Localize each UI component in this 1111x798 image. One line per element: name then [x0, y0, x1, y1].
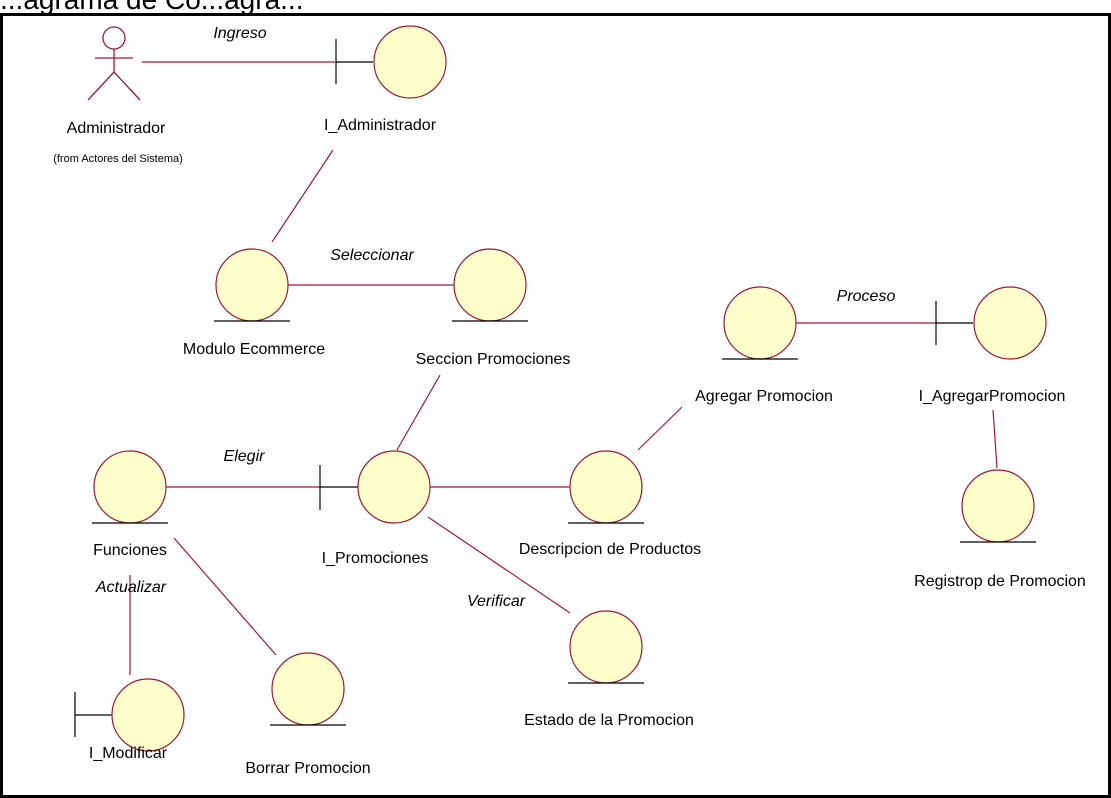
label-seccion-promociones: Seccion Promociones: [416, 351, 571, 368]
object-borrar-promocion[interactable]: [270, 652, 346, 726]
object-estado-promocion[interactable]: [568, 610, 644, 684]
label-modulo-ecommerce: Modulo Ecommerce: [183, 341, 325, 358]
label-descripcion-productos: Descripcion de Productos: [519, 541, 701, 558]
link-seccion-i-promociones: [396, 374, 441, 451]
label-borrar-promocion: Borrar Promocion: [245, 760, 370, 777]
link-i-administrador-modulo-ecommerce: [271, 149, 334, 243]
boundary-bars: [74, 39, 973, 737]
object-i-modificar[interactable]: [111, 678, 185, 752]
link-descripcion-agregar: [637, 406, 683, 451]
assoc-label-ingreso: Ingreso: [213, 25, 266, 42]
link-funciones-borrar: [173, 537, 277, 656]
link-i-agregar-promocion-registro: [992, 409, 998, 469]
object-descripcion-productos[interactable]: [568, 450, 644, 524]
object-i-agregar-promocion[interactable]: [973, 286, 1047, 360]
diagram-frame: [0, 13, 1111, 798]
label-i-agregar-promocion: I_AgregarPromocion: [919, 388, 1066, 405]
actor-from-note: (from Actores del Sistema): [53, 153, 183, 165]
object-modulo-ecommerce[interactable]: [214, 248, 290, 322]
assoc-label-seleccionar: Seleccionar: [330, 247, 414, 264]
association-labels: Ingreso Seleccionar Proceso Elegir Actua…: [95, 25, 896, 610]
object-agregar-promocion[interactable]: [722, 286, 798, 360]
label-i-administrador: I_Administrador: [324, 117, 437, 134]
label-estado-promocion: Estado de la Promocion: [524, 712, 694, 729]
link-i-promociones-estado: [427, 516, 571, 614]
actor-name: Administrador: [67, 120, 166, 137]
label-funciones: Funciones: [93, 542, 167, 559]
label-agregar-promocion: Agregar Promocion: [695, 388, 833, 405]
assoc-label-actualizar: Actualizar: [95, 579, 167, 596]
assoc-label-verificar: Verificar: [467, 593, 526, 610]
association-links: [129, 61, 998, 675]
assoc-label-proceso: Proceso: [837, 288, 896, 305]
object-i-promociones[interactable]: [357, 450, 431, 524]
object-registro-promocion[interactable]: [960, 469, 1036, 543]
label-registro-promocion: Registrop de Promocion: [914, 573, 1086, 590]
object-funciones[interactable]: [92, 450, 168, 524]
object-i-administrador[interactable]: [373, 25, 447, 99]
stick-figure-actor-icon: [87, 26, 141, 101]
object-labels: Administrador (from Actores del Sistema)…: [53, 117, 1086, 777]
assoc-label-elegir: Elegir: [224, 448, 266, 465]
label-i-promociones: I_Promociones: [322, 550, 429, 567]
diagram-title-fragment: ...agrama de Co...agra...: [0, 0, 304, 18]
label-i-modificar: I_Modificar: [89, 745, 168, 762]
object-seccion-promociones[interactable]: [452, 248, 528, 322]
collaboration-objects: [92, 25, 1047, 752]
